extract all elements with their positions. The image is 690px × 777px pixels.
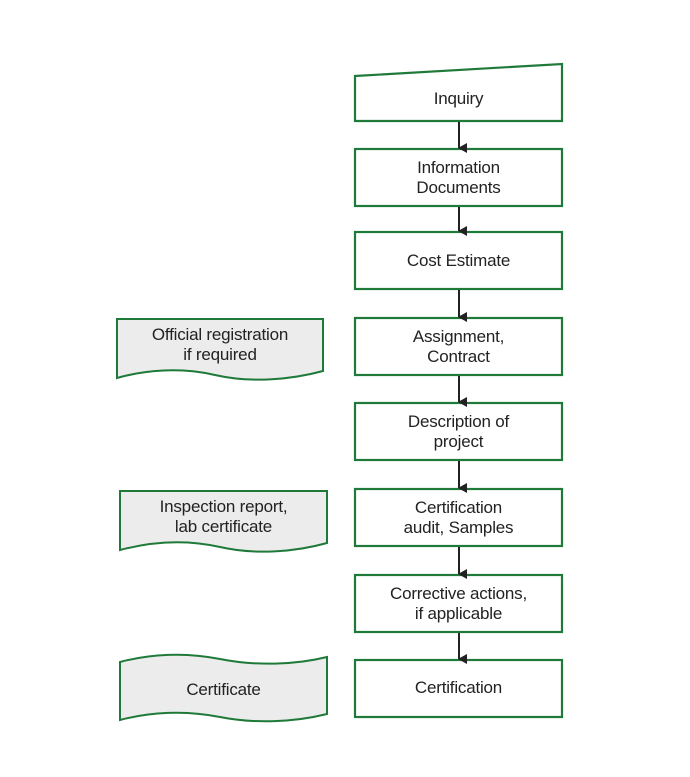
cost-estimate-shape (353, 230, 564, 291)
corrective-actions-shape (353, 573, 564, 634)
official-registration-doc-shape (116, 318, 324, 381)
information-documents-label: Information Documents (416, 157, 501, 197)
certification-audit-label: Certification audit, Samples (403, 497, 514, 537)
certification-audit-shape (353, 487, 564, 548)
assignment-contract-label: Assignment, Contract (412, 326, 505, 366)
inspection-report-label: Inspection report, lab certificate (159, 497, 288, 536)
certificate-tape-shape (119, 653, 328, 723)
certification-shape (353, 658, 564, 719)
inquiry-label: Inquiry (433, 88, 484, 108)
description-project-shape (353, 401, 564, 462)
official-registration-label: Official registration if required (151, 325, 289, 364)
certification-label: Certification (414, 677, 503, 697)
information-documents-shape (353, 147, 564, 208)
certificate-label: Certificate (186, 680, 261, 699)
description-project-label: Description of project (407, 411, 510, 451)
inspection-report-doc-shape (119, 490, 328, 553)
inquiry-shape (353, 62, 564, 123)
assignment-contract-shape (353, 316, 564, 377)
cost-estimate-label: Cost Estimate (406, 250, 511, 270)
corrective-actions-label: Corrective actions, if applicable (390, 583, 527, 623)
